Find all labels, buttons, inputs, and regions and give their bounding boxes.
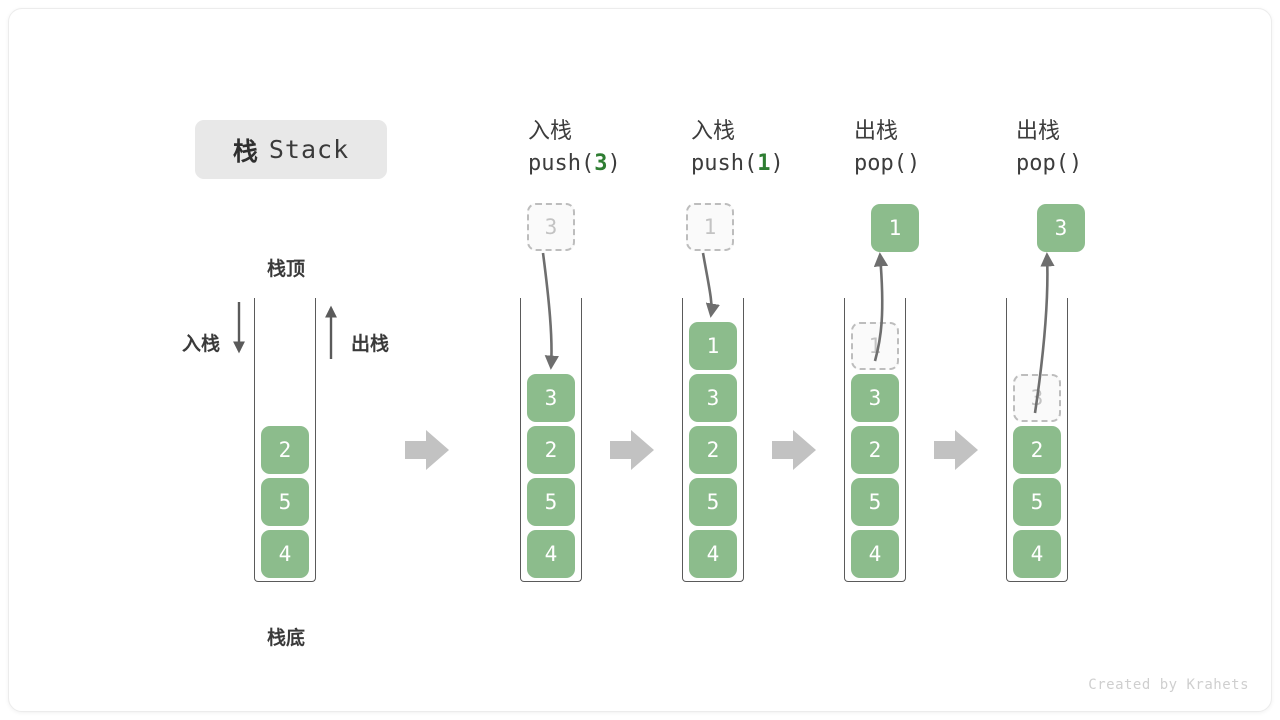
stack-cell: 4: [851, 530, 899, 578]
diagram-title-badge: 栈 Stack: [195, 120, 387, 179]
stack-cell: 3: [527, 374, 575, 422]
stack-cell: 4: [261, 530, 309, 578]
stack-cell: 4: [689, 530, 737, 578]
header-code-push-1: push(1): [691, 147, 851, 181]
header-code-pop-1: pop(): [854, 147, 1014, 181]
header-code-pop-3: pop(): [1016, 147, 1176, 181]
column-header-push-1: 入栈 push(1): [691, 115, 851, 181]
stack-cell: 4: [1013, 530, 1061, 578]
transition-arrow-3: [772, 430, 816, 470]
stack-cell: 3: [851, 374, 899, 422]
popped-element-3: 3: [1037, 204, 1085, 252]
header-cn-pop-3: 出栈: [1016, 118, 1061, 143]
code-suffix: ): [1068, 151, 1083, 176]
code-arg: 1: [757, 151, 771, 176]
title-cn: 栈: [232, 137, 259, 166]
stack-cell: 3: [689, 374, 737, 422]
diagram-card: 栈 Stack 栈顶 栈底 入栈 出栈 入栈 push(3) 入栈 push(1…: [8, 8, 1272, 712]
column-header-pop-3: 出栈 pop(): [1016, 115, 1176, 181]
header-cn-push-3: 入栈: [528, 118, 573, 143]
code-suffix: ): [770, 151, 784, 176]
stack-cell: 1: [689, 322, 737, 370]
code-suffix: ): [906, 151, 921, 176]
push-direction-label: 入栈: [182, 334, 221, 355]
stack-cell: 5: [1013, 478, 1061, 526]
transition-arrow-1: [405, 430, 449, 470]
header-cn-push-1: 入栈: [691, 118, 736, 143]
stack-cell: 5: [851, 478, 899, 526]
stack-cell: 2: [1013, 426, 1061, 474]
code-prefix: push(: [691, 151, 758, 176]
incoming-element-3: 3: [527, 203, 575, 251]
stack-cell-ghost: 1: [851, 322, 899, 370]
column-header-push-3: 入栈 push(3): [528, 115, 688, 181]
header-cn-pop-1: 出栈: [854, 118, 899, 143]
code-prefix: pop(: [1016, 151, 1069, 176]
code-arg: 3: [594, 151, 608, 176]
transition-arrow-4: [934, 430, 978, 470]
stack-cell-ghost: 3: [1013, 374, 1061, 422]
footer-credit: Created by Krahets: [1088, 677, 1249, 693]
stack-cell: 5: [689, 478, 737, 526]
code-prefix: push(: [528, 151, 595, 176]
stack-cell: 2: [689, 426, 737, 474]
pop-direction-label: 出栈: [351, 334, 390, 355]
stack-cell: 5: [527, 478, 575, 526]
stack-bottom-label: 栈底: [267, 628, 306, 649]
stack-top-label: 栈顶: [267, 259, 306, 280]
column-header-pop-1: 出栈 pop(): [854, 115, 1014, 181]
stack-cell: 5: [261, 478, 309, 526]
popped-element-1: 1: [871, 204, 919, 252]
stack-cell: 2: [261, 426, 309, 474]
incoming-element-1: 1: [686, 203, 734, 251]
code-suffix: ): [607, 151, 621, 176]
transition-arrow-2: [610, 430, 654, 470]
stack-cell: 2: [527, 426, 575, 474]
stack-cell: 4: [527, 530, 575, 578]
code-prefix: pop(: [854, 151, 907, 176]
stack-cell: 2: [851, 426, 899, 474]
header-code-push-3: push(3): [528, 147, 688, 181]
title-en: Stack: [268, 135, 350, 164]
